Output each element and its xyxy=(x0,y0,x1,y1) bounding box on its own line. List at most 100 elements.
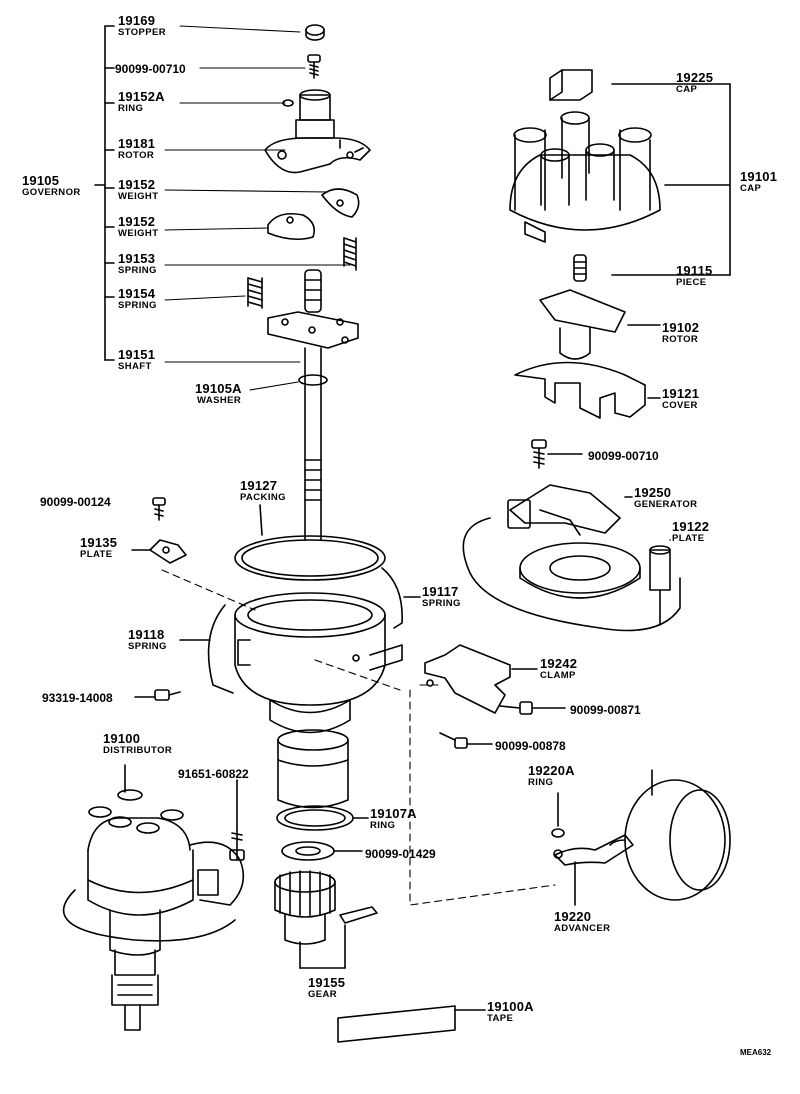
label-19181: 19181 ROTOR xyxy=(118,137,155,161)
stopper-part xyxy=(305,24,325,41)
label-19127: 19127 PACKING xyxy=(240,479,286,503)
part-number: 19122 xyxy=(672,519,710,534)
label-19225: 19225 CAP xyxy=(676,71,713,95)
bolt-part-60822 xyxy=(229,779,245,861)
part-number: 90099-01429 xyxy=(365,847,436,861)
part-number: 19225 xyxy=(676,70,714,85)
label-19117: 19117 SPRING xyxy=(422,585,461,609)
label-19115: 19115 PIECE xyxy=(676,264,712,288)
shaft-part xyxy=(267,269,359,541)
label-90099-00124: 90099-00124 xyxy=(40,494,111,510)
label-19105A: 19105A WASHER xyxy=(195,382,242,406)
screw-part-00878 xyxy=(439,732,493,749)
weight-part-1 xyxy=(321,188,360,218)
part-name: PACKING xyxy=(240,492,286,503)
label-90099-01429: 90099-01429 xyxy=(365,846,436,862)
piece-part xyxy=(573,254,587,282)
part-number: 19152 xyxy=(118,177,156,192)
alignment-dashes xyxy=(161,569,556,906)
label-19105: 19105 GOVERNOR xyxy=(22,174,81,198)
part-number: 19220 xyxy=(554,909,592,924)
part-number: 19118 xyxy=(128,627,165,642)
label-19101: 19101 CAP xyxy=(740,170,777,194)
gear-part xyxy=(274,870,378,969)
label-19122: 19122 PLATE xyxy=(672,520,709,544)
part-number: 19154 xyxy=(118,286,156,301)
part-number: 19107A xyxy=(370,806,417,821)
part-number: 19115 xyxy=(676,263,713,278)
part-name: WEIGHT xyxy=(118,228,159,239)
generator-part xyxy=(462,484,681,632)
part-name: GEAR xyxy=(308,989,338,1000)
part-number: 19105 xyxy=(22,173,60,188)
washer-part-01429 xyxy=(281,841,363,861)
part-name: RING xyxy=(528,777,554,788)
part-number: 91651-60822 xyxy=(178,767,249,781)
label-19151: 19151 SHAFT xyxy=(118,348,155,372)
cover-part xyxy=(514,361,661,419)
part-number: 90099-00710 xyxy=(115,62,186,76)
part-number: 19151 xyxy=(118,347,156,362)
part-name: COVER xyxy=(662,400,698,411)
washer-part-19105A xyxy=(298,374,328,386)
label-90099-00871: 90099-00871 xyxy=(570,702,641,718)
part-name: SHAFT xyxy=(118,361,152,372)
part-number: 19100 xyxy=(103,731,141,746)
label-19100A: 19100A TAPE xyxy=(487,1000,534,1024)
rotor-part xyxy=(539,289,661,360)
part-number: 19242 xyxy=(540,656,578,671)
part-name: CAP xyxy=(676,84,698,95)
part-number: 19127 xyxy=(240,478,278,493)
assembled-distributor-part xyxy=(62,764,245,1031)
plate-part-19135 xyxy=(131,539,187,564)
part-number: 90099-00710 xyxy=(588,449,659,463)
packing-part xyxy=(234,504,386,581)
label-19250: 19250 GENERATOR xyxy=(634,486,697,510)
part-name: SPRING xyxy=(422,598,461,609)
part-name: PLATE xyxy=(80,549,113,560)
spring-part-19153 xyxy=(343,237,357,271)
part-number: 19152 xyxy=(118,214,156,229)
label-19154: 19154 SPRING xyxy=(118,287,157,311)
label-19107A: 19107A RING xyxy=(370,807,417,831)
part-number: 19155 xyxy=(308,975,346,990)
label-19220: 19220 ADVANCER xyxy=(554,910,610,934)
part-number: 93319-14008 xyxy=(42,691,113,705)
label-19152-b: 19152 WEIGHT xyxy=(118,215,158,239)
label-19118: 19118 SPRING xyxy=(128,628,167,652)
part-name: PIECE xyxy=(676,277,707,288)
label-19153: 19153 SPRING xyxy=(118,252,157,276)
part-number: 19117 xyxy=(422,584,459,599)
part-name: RING xyxy=(370,820,396,831)
part-number: 19100A xyxy=(487,999,534,1014)
part-name: DISTRIBUTOR xyxy=(103,745,173,756)
part-name: CAP xyxy=(740,183,762,194)
cap-small-part xyxy=(549,69,593,101)
screw-part-00871 xyxy=(499,701,566,715)
part-name: SPRING xyxy=(118,300,157,311)
cap-bracket xyxy=(611,83,731,276)
part-number: 19152A xyxy=(118,89,165,104)
part-number: 90099-00124 xyxy=(40,495,111,509)
label-90099-00710-right: 90099-00710 xyxy=(588,448,659,464)
part-name: SPRING xyxy=(128,641,167,652)
part-number: 19153 xyxy=(118,251,156,266)
part-name: ROTOR xyxy=(662,334,699,345)
part-number: 19181 xyxy=(118,136,156,151)
part-number: 19101 xyxy=(740,169,778,184)
part-number: 19220A xyxy=(528,763,575,778)
governor-rotor-part xyxy=(264,89,371,174)
part-number: 90099-00878 xyxy=(495,739,566,753)
weight-part-2 xyxy=(267,212,316,241)
part-name: RING xyxy=(118,103,144,114)
part-name: ADVANCER xyxy=(554,923,611,934)
part-number: 19135 xyxy=(80,535,118,550)
tape-part xyxy=(337,1005,486,1043)
plate-part-19122 xyxy=(519,539,671,626)
label-19242: 19242 CLAMP xyxy=(540,657,577,681)
part-name: GOVERNOR xyxy=(22,187,81,198)
part-number: 19121 xyxy=(662,386,700,401)
screw-part-top xyxy=(307,54,321,79)
label-19152A: 19152A RING xyxy=(118,90,165,114)
part-name: GENERATOR xyxy=(634,499,698,510)
